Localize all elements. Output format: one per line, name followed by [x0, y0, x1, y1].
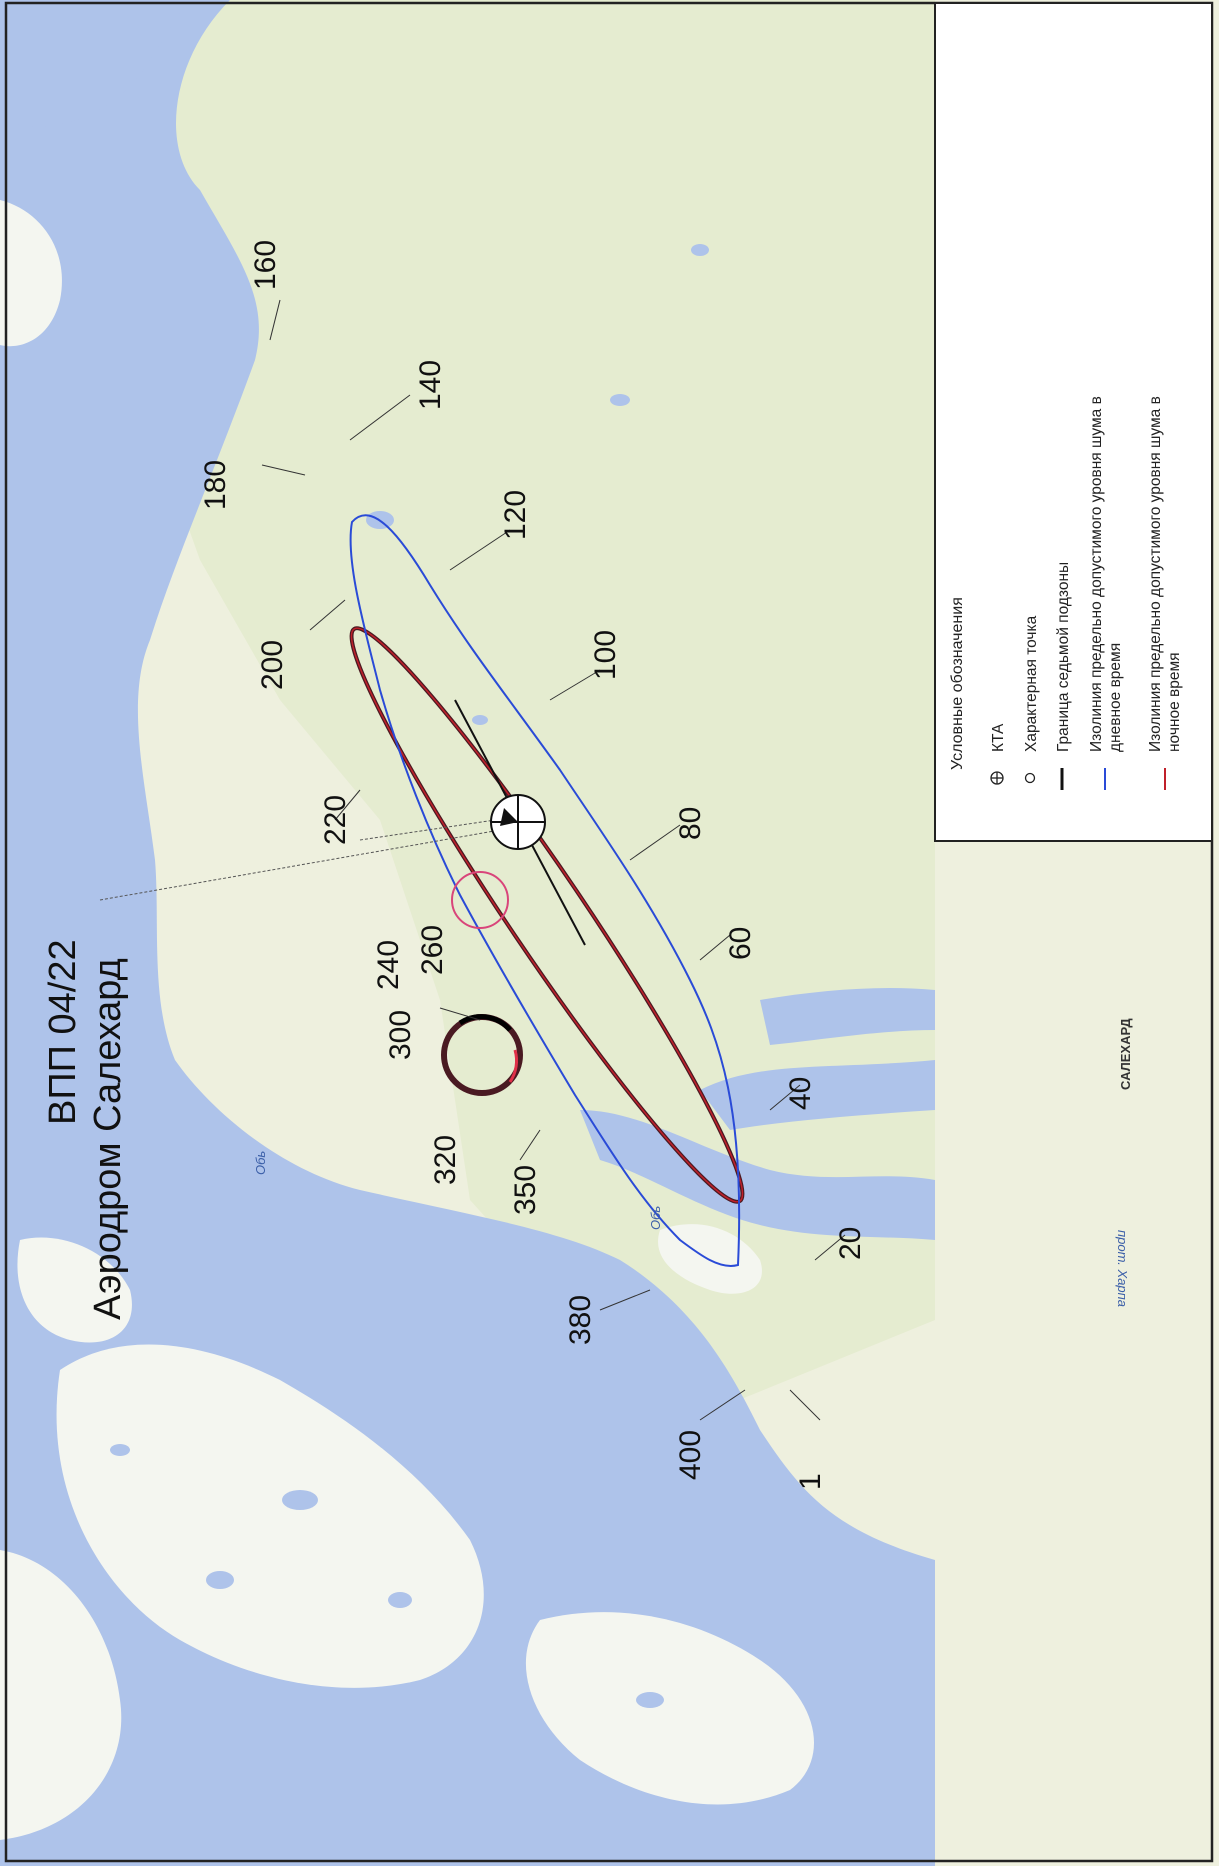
reference-line: [99, 829, 501, 901]
point-label-260: 260: [416, 925, 449, 975]
island-6: [0, 200, 62, 347]
river-channel-top: [0, 0, 190, 127]
leader-lines: [261, 299, 846, 1421]
river-label-prot: прот. Харпа: [1115, 1230, 1130, 1307]
legend-item-day-line2: дневное время: [1107, 643, 1124, 752]
point-label-140: 140: [414, 360, 447, 410]
point-label-240: 240: [372, 940, 405, 990]
point-label-100: 100: [589, 630, 622, 680]
island-1: [56, 1344, 484, 1688]
legend-item-night-line1: Изолиния предельно допустимого уровня шу…: [1147, 396, 1164, 752]
point-label-200: 200: [256, 640, 289, 690]
river-label-ob-2: Обь: [648, 1206, 663, 1230]
legend-item-boundary: Граница седьмой подзоны: [1055, 562, 1072, 752]
reference-line-2: [359, 819, 496, 841]
legend-heading: Условные обозначения: [949, 597, 966, 770]
river-channel-lower-2: [700, 1060, 935, 1130]
small-circle-icon: [1024, 772, 1036, 784]
map-title-line1: ВПП 04/22: [42, 939, 84, 1125]
day-isoline: [349, 514, 741, 1267]
island-4: [17, 1237, 132, 1343]
crosshair-circle-icon: [990, 771, 1004, 785]
point-label-320: 320: [429, 1135, 462, 1185]
point-label-350: 350: [509, 1165, 542, 1215]
vegetation-area: [110, 0, 935, 1420]
point-labels: 1 20 40 60 80 100 120 140 160 180 200 22…: [199, 240, 867, 1490]
point-label-380: 380: [564, 1295, 597, 1345]
point-label-1: 1: [794, 1473, 827, 1490]
point-label-120: 120: [499, 490, 532, 540]
point-label-160: 160: [249, 240, 282, 290]
boundary-arc-red: [508, 1049, 519, 1083]
point-label-20: 20: [834, 1227, 867, 1260]
point-label-40: 40: [784, 1077, 817, 1110]
pink-circle-marker: [451, 871, 509, 929]
place-label-salekhard: САЛЕХАРД: [1118, 1018, 1133, 1090]
legend-item-day-line1: Изолиния предельно допустимого уровня шу…: [1088, 396, 1105, 752]
point-label-400: 400: [674, 1430, 707, 1480]
point-label-60: 60: [724, 927, 757, 960]
boundary-arc-black: [458, 1014, 512, 1032]
kta-marker: [490, 794, 546, 850]
river-label-ob-1: Обь: [253, 1151, 268, 1175]
legend-item-night-line2: ночное время: [1166, 652, 1183, 752]
map-frame: [4, 1, 1214, 1863]
island-3: [0, 1550, 122, 1840]
map-title-line2: Аэродром Салехард: [87, 958, 129, 1320]
river-channel-lower-3: [760, 988, 935, 1045]
legend: Условные обозначения КТА Характерная точ…: [934, 2, 1213, 842]
point-label-180: 180: [199, 460, 232, 510]
legend-box: [934, 2, 1213, 842]
point-label-220: 220: [319, 795, 352, 845]
island-2: [525, 1612, 814, 1805]
lakes: [110, 244, 709, 1708]
point-label-300: 300: [384, 1010, 417, 1060]
legend-item-kta: КТА: [990, 723, 1007, 752]
island-5: [658, 1224, 762, 1294]
point-label-80: 80: [674, 807, 707, 840]
legend-item-char-point: Характерная точка: [1023, 615, 1040, 752]
